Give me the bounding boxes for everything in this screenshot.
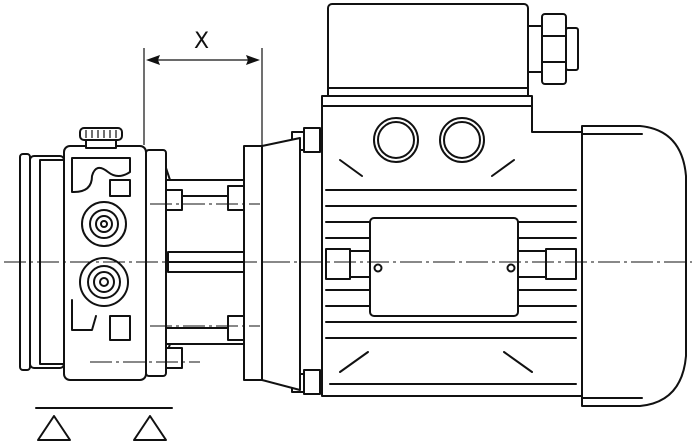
fan-cover — [582, 126, 686, 406]
relief-valve — [80, 128, 122, 148]
centerlines — [4, 204, 692, 362]
dimension-label: X — [194, 29, 209, 54]
lantern-adapter — [166, 138, 300, 390]
nameplate — [370, 218, 518, 316]
dimension-x: X — [144, 29, 262, 145]
arrowhead-right — [246, 55, 260, 65]
support-symbols — [36, 408, 172, 440]
boss-left — [374, 118, 418, 162]
terminal-box — [322, 4, 578, 106]
lower-fitting — [80, 258, 128, 306]
arrowhead-left — [146, 55, 160, 65]
cable-gland — [528, 14, 578, 84]
pump-head — [20, 128, 166, 380]
support-triangle-left — [38, 416, 70, 440]
lantern-flange — [244, 146, 262, 380]
boss-right — [440, 118, 484, 162]
upper-fitting — [82, 202, 126, 246]
motor-housing — [322, 106, 582, 396]
support-triangle-right — [134, 416, 166, 440]
